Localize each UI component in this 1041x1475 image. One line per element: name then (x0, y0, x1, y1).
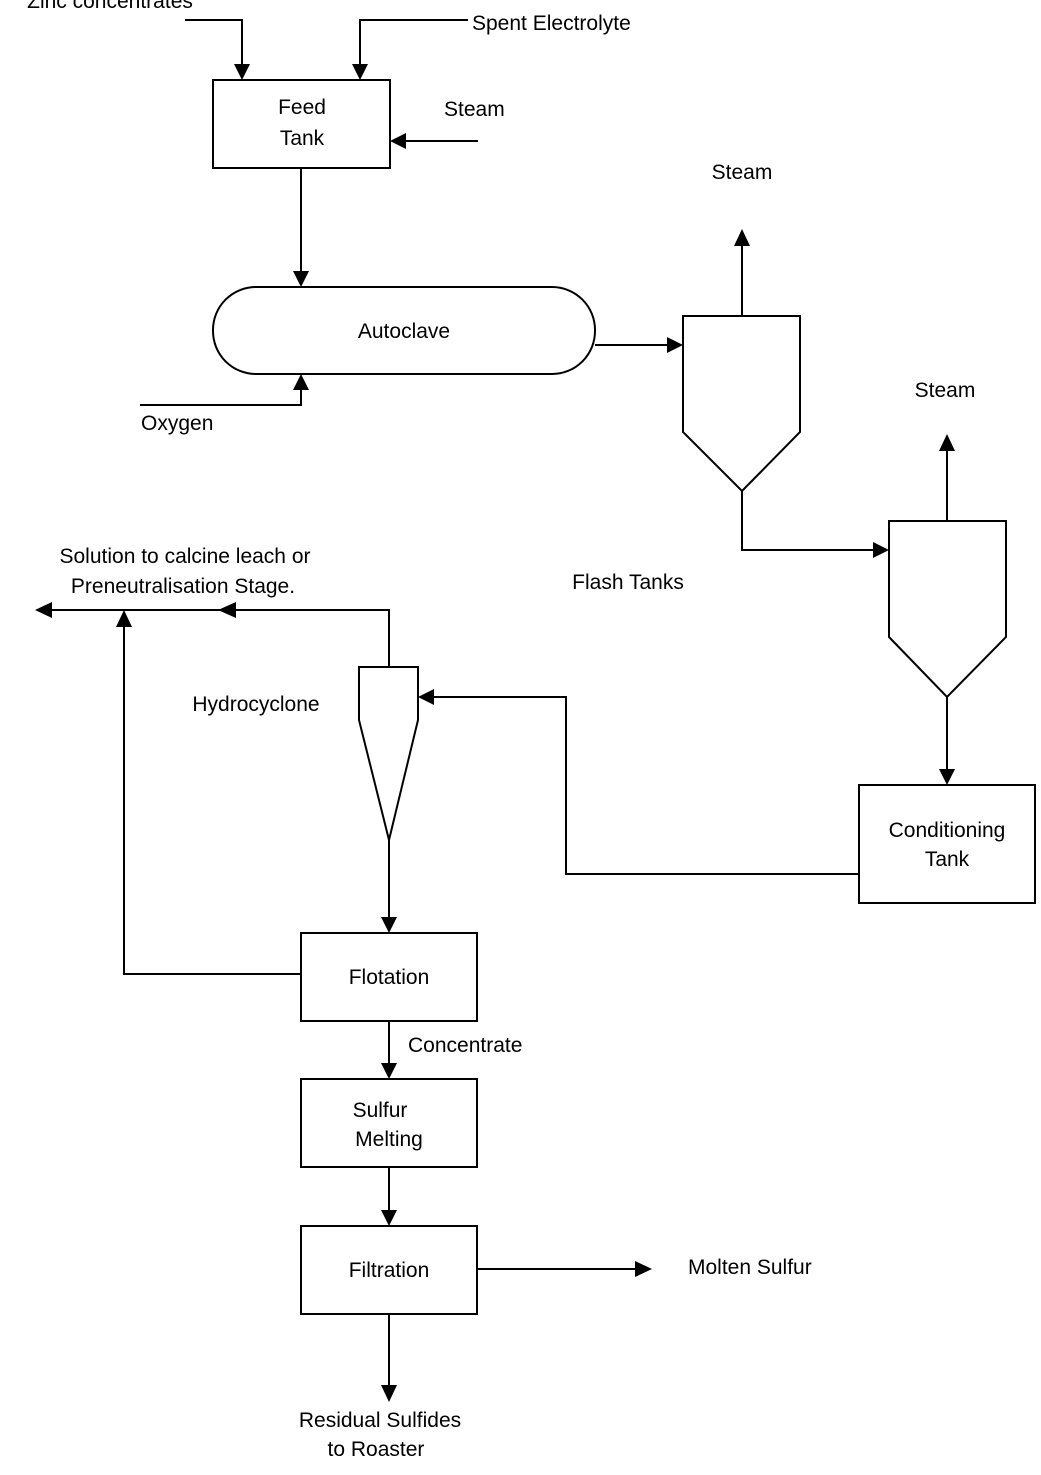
label-sulfur-melting-1: Sulfur (353, 1099, 408, 1122)
flash1-to-flash2-line (741, 491, 874, 551)
label-residual-sulfides-1: Residual Sulfides (299, 1409, 461, 1432)
conditioning-tank-box (858, 784, 1036, 904)
flash-tank-1 (682, 315, 801, 493)
feed-tank-box (212, 79, 391, 169)
zinc-feed-line (185, 19, 243, 66)
label-oxygen: Oxygen (141, 412, 213, 435)
label-flotation: Flotation (349, 966, 430, 989)
label-conditioning-tank-1: Conditioning (889, 819, 1006, 842)
label-filtration: Filtration (349, 1259, 430, 1282)
label-conditioning-tank-2: Tank (925, 848, 970, 871)
sulfur-melting-box (300, 1078, 478, 1168)
label-residual-sulfides-2: to Roaster (328, 1438, 425, 1461)
arrowhead (939, 434, 955, 451)
flash-tank-2 (888, 520, 1007, 699)
arrowhead (381, 1385, 397, 1402)
label-zinc-concentrates: Zinc concentrates (27, 0, 193, 13)
arrowhead (293, 374, 309, 390)
electrolyte-feed-line (359, 19, 468, 66)
label-solution-2: Preneutralisation Stage. (71, 575, 295, 598)
arrowhead (352, 64, 368, 80)
arrowhead (381, 917, 397, 933)
conditioning-to-hydrocyclone-line (433, 696, 859, 875)
arrowhead (418, 689, 434, 705)
label-spent-electrolyte: Spent Electrolyte (472, 12, 631, 35)
label-steam-flash-2: Steam (915, 379, 976, 402)
label-feed-tank-1: Feed (278, 96, 326, 119)
label-flash-tanks: Flash Tanks (572, 571, 684, 594)
arrowhead (116, 610, 132, 627)
label-autoclave: Autoclave (358, 320, 450, 343)
autoclave-vessel (212, 286, 596, 375)
label-hydrocyclone: Hydrocyclone (192, 693, 319, 716)
label-solution-1: Solution to calcine leach or (60, 545, 311, 568)
label-steam-flash-1: Steam (712, 161, 773, 184)
arrowhead (381, 1210, 397, 1226)
label-molten-sulfur: Molten Sulfur (688, 1256, 812, 1279)
arrowhead (390, 133, 406, 149)
flotation-tails-line (123, 626, 301, 975)
hydrocyclone-overflow-line (50, 609, 390, 667)
hydrocyclone-body (358, 666, 419, 841)
label-feed-tank-2: Tank (280, 127, 325, 150)
label-steam-feed: Steam (444, 98, 505, 121)
oxygen-line (140, 389, 302, 406)
arrowhead (939, 769, 955, 785)
arrowhead (381, 1063, 397, 1079)
arrowhead (293, 271, 309, 287)
arrowhead (35, 602, 52, 618)
arrowhead (635, 1261, 652, 1277)
arrowhead (234, 64, 250, 80)
arrowhead (667, 337, 683, 353)
arrowhead (734, 229, 750, 246)
label-sulfur-melting-2: Melting (355, 1128, 423, 1151)
label-concentrate: Concentrate (408, 1034, 522, 1057)
arrowhead (218, 602, 236, 618)
arrowhead (873, 542, 889, 558)
